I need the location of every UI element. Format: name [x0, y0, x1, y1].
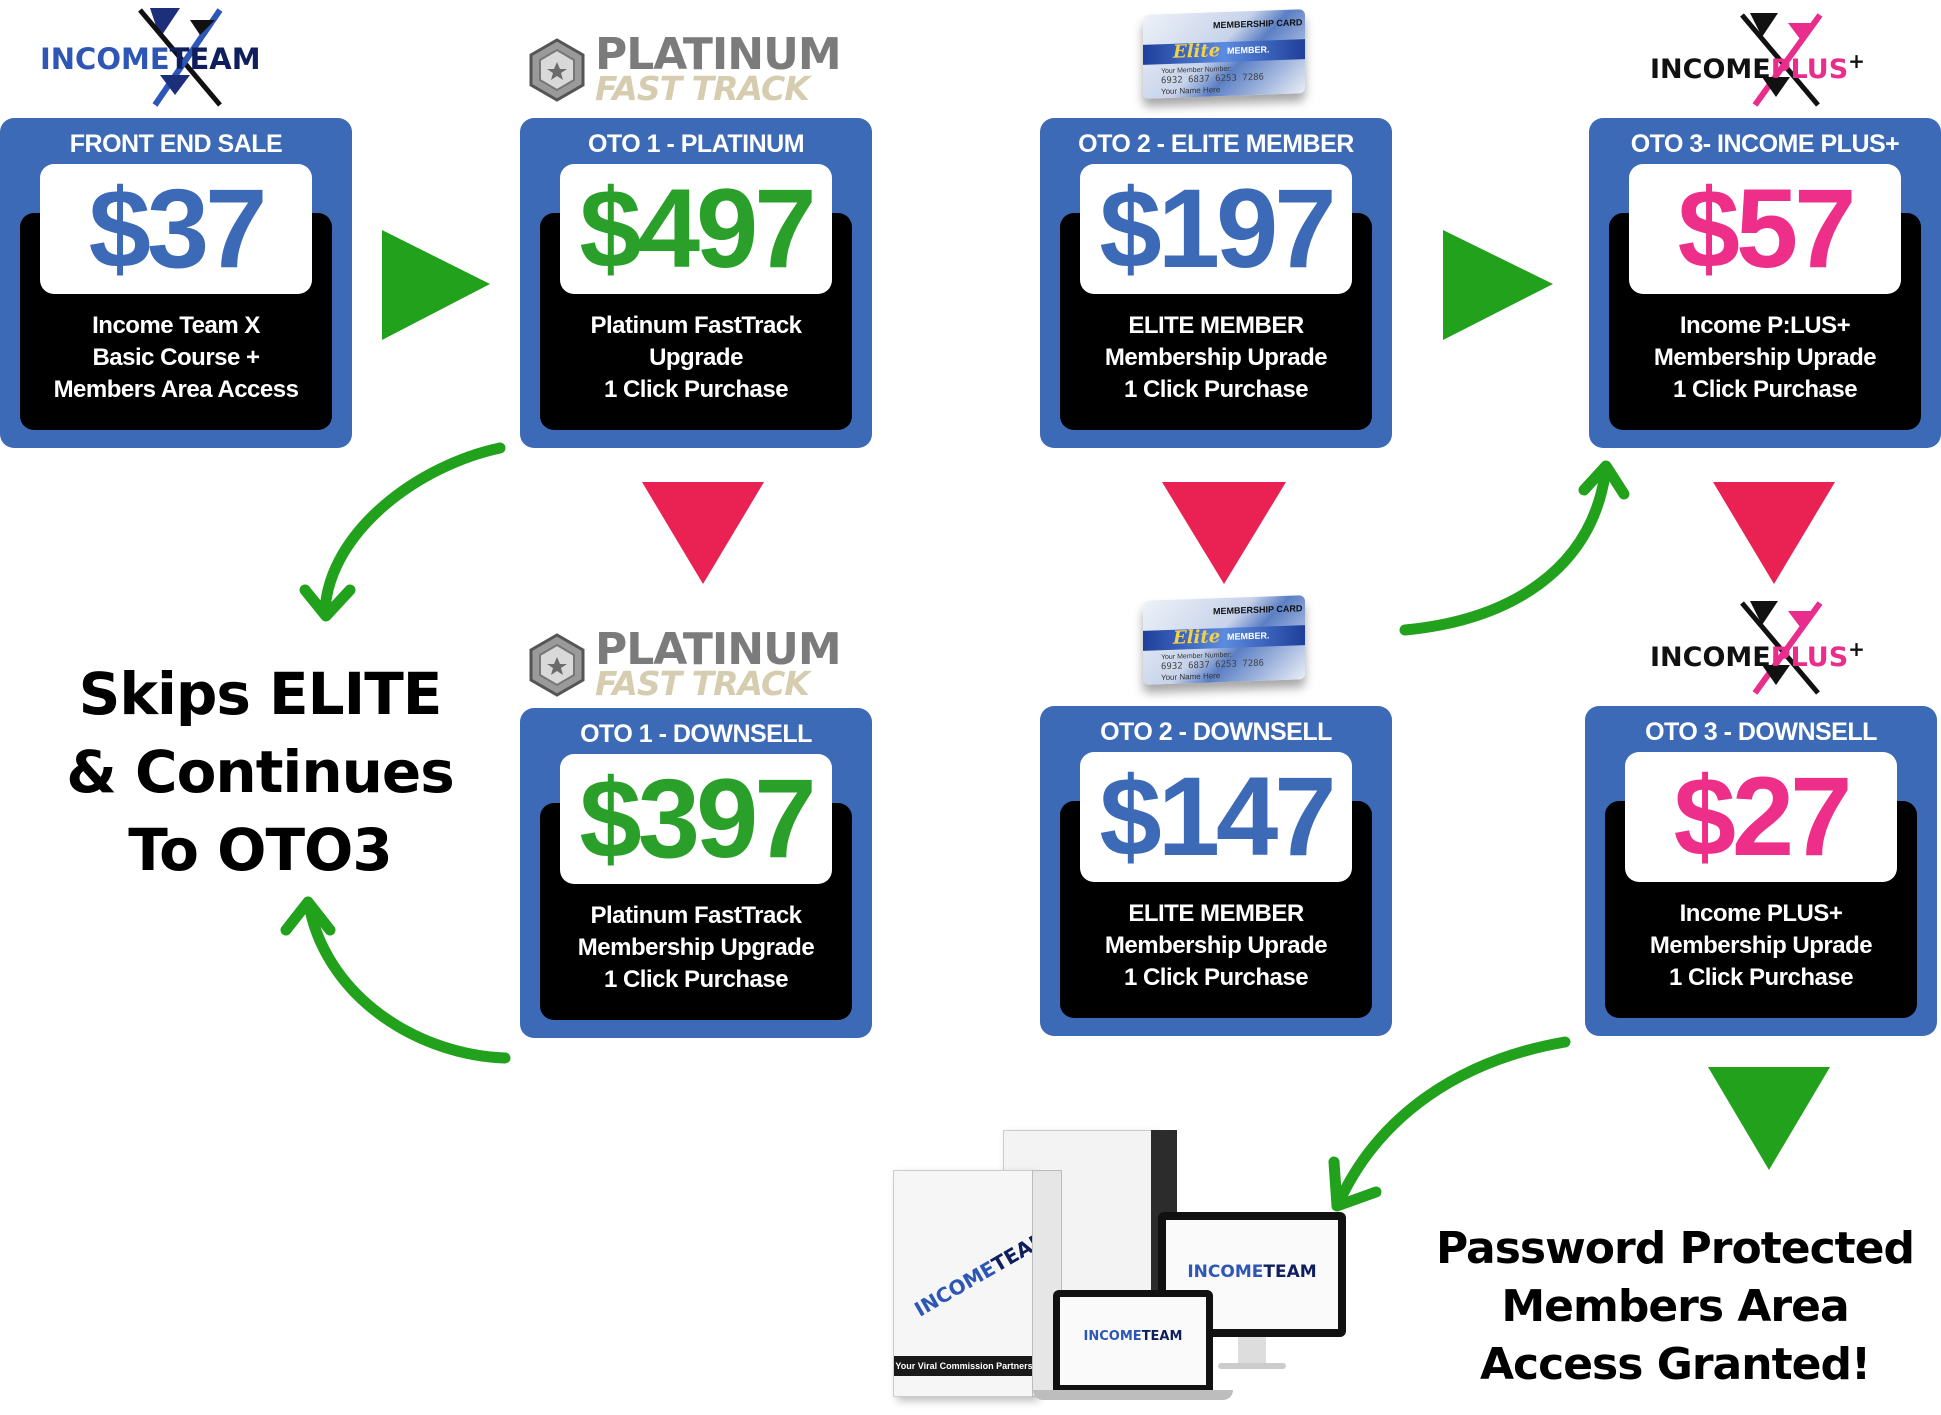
oto3-income-plus-card: OTO 3- INCOME PLUS+ $57 Income P:LUS+Mem…	[1589, 118, 1941, 448]
oto1-platinum-card: OTO 1 - PLATINUM $497 Platinum FastTrack…	[520, 118, 872, 448]
arrow-down-icon	[1162, 482, 1286, 584]
curved-arrow-to-members-icon	[1334, 1036, 1571, 1206]
income-plus-logo-text: INCOMEPLUS+	[1650, 49, 1865, 85]
card-title: OTO 1 - PLATINUM	[587, 130, 805, 158]
card-title: OTO 2 - ELITE MEMBER	[1078, 130, 1354, 158]
x-emblem-icon	[138, 8, 223, 107]
arrow-right-icon	[1443, 230, 1553, 340]
platinum-fast-track-logo: PLATINUM FAST TRACK	[525, 29, 865, 110]
price: $197	[1080, 164, 1352, 294]
income-plus-logo-downsell: INCOMEPLUS+	[1650, 593, 1890, 703]
arrow-down-icon	[1708, 1067, 1830, 1170]
price: $147	[1080, 752, 1352, 882]
card-title: OTO 1 - DOWNSELL	[580, 720, 812, 748]
card-title: OTO 2 - DOWNSELL	[1100, 718, 1332, 746]
product-box-front: Your Viral Commission Partners INCOMETEA…	[893, 1170, 1054, 1397]
price: $57	[1629, 164, 1901, 294]
arrow-down-icon	[642, 482, 764, 584]
curved-arrow-to-skip-icon	[319, 442, 506, 616]
card-title: FRONT END SALE	[69, 130, 283, 158]
card-title: OTO 3- INCOME PLUS+	[1630, 130, 1900, 158]
price: $397	[560, 754, 832, 884]
x-emblem-pink-icon	[1740, 13, 1823, 107]
price: $497	[560, 164, 832, 294]
card-title: OTO 3 - DOWNSELL	[1645, 718, 1877, 746]
platinum-logo-title: PLATINUM	[595, 624, 842, 675]
x-emblem-pink-icon	[1740, 601, 1823, 695]
monitor-image: INCOMETEAM	[1158, 1212, 1346, 1337]
income-plus-logo: INCOMEPLUS+	[1650, 5, 1890, 115]
laptop-image: INCOMETEAM	[1053, 1290, 1213, 1390]
oto1-downsell-card: OTO 1 - DOWNSELL $397 Platinum FastTrack…	[520, 708, 872, 1038]
income-team-logo-text: INCOMETEAM	[40, 42, 261, 76]
platinum-logo-title: PLATINUM	[595, 29, 842, 80]
platinum-logo-subtitle: FAST TRACK	[595, 664, 810, 703]
product-bundle-image: Your Viral Commission Partners INCOMETEA…	[893, 1130, 1353, 1410]
price: $27	[1625, 752, 1897, 882]
hexagon-badge-icon	[529, 633, 585, 697]
arrow-right-icon	[382, 230, 490, 340]
curved-arrow-to-oto3-icon	[1399, 469, 1611, 636]
income-plus-logo-text: INCOMEPLUS+	[1650, 637, 1865, 673]
oto3-downsell-card: OTO 3 - DOWNSELL $27 Income PLUS+Members…	[1585, 706, 1937, 1036]
income-team-logo: INCOMETEAM	[40, 0, 290, 115]
platinum-fast-track-logo-downsell: PLATINUM FAST TRACK	[525, 624, 865, 705]
hexagon-badge-icon	[529, 38, 585, 102]
arrow-down-icon	[1713, 482, 1835, 584]
curved-arrow-from-downsell-icon	[304, 904, 511, 1064]
platinum-logo-subtitle: FAST TRACK	[595, 69, 810, 108]
price: $37	[40, 164, 312, 294]
